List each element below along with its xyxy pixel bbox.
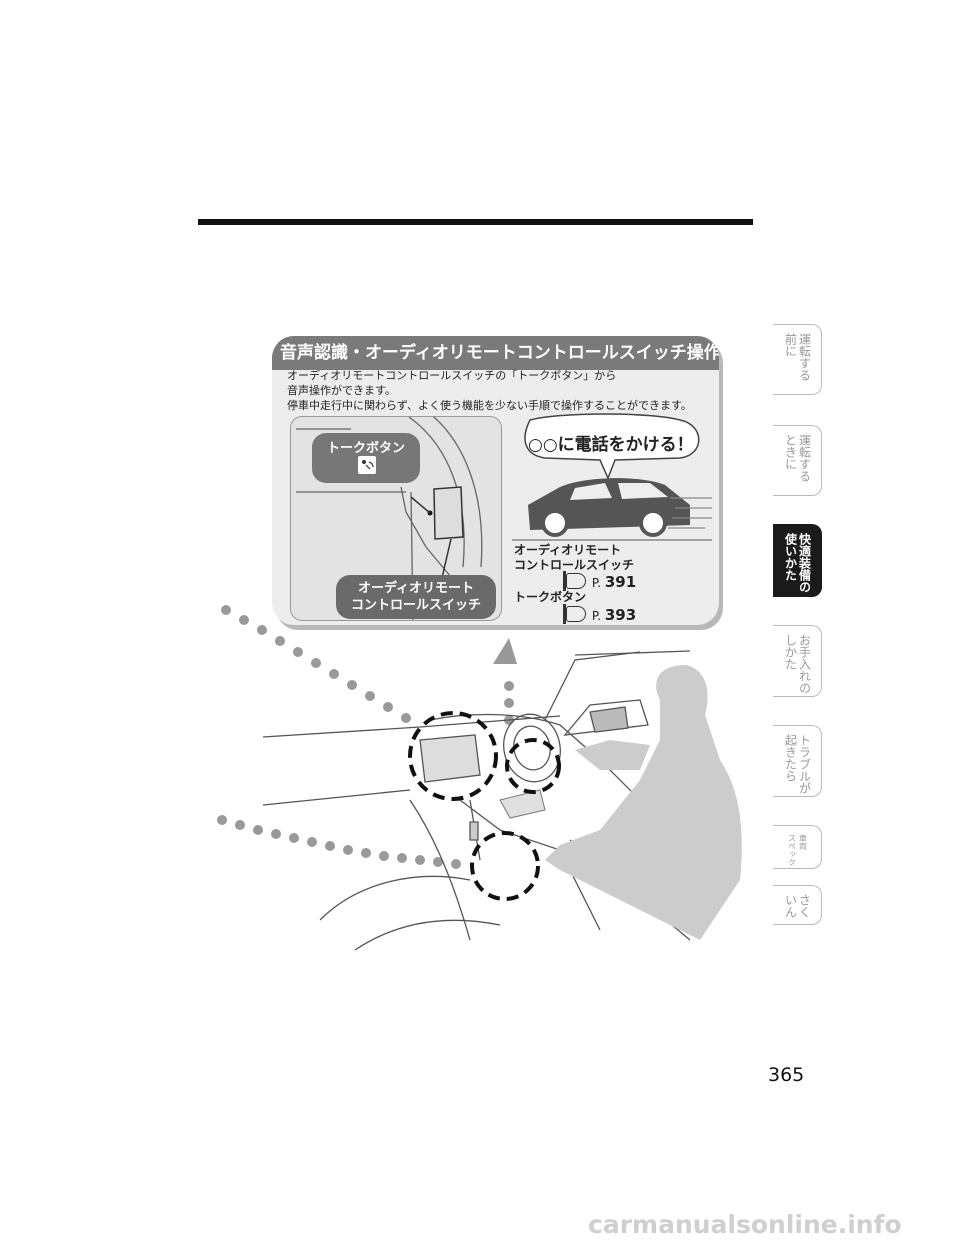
tab-while-driving[interactable]: 運転する ときに — [773, 425, 822, 496]
panel-title: 音声認識・オーディオリモートコントロールスイッチ操作 — [272, 336, 719, 370]
talk-button-callout: トークボタン — [312, 433, 420, 483]
ref-audio-line-2: コントロールスイッチ — [514, 558, 635, 572]
pointing-hand-icon — [563, 604, 586, 624]
tab-before-driving[interactable]: 運転する 前に — [773, 324, 822, 395]
ref-talk-page: 393 — [604, 606, 637, 624]
ref-audio-page-link[interactable]: P. 391 — [563, 571, 637, 591]
description-line-2: 音声操作ができます。 — [287, 384, 396, 397]
panel-description: オーディオリモートコントロールスイッチの「トークボタン」から 音声操作ができます… — [287, 368, 717, 413]
tab-maintenance[interactable]: お手入れの しかた — [773, 625, 822, 697]
watermark: carmanualsonline.info — [588, 1210, 902, 1239]
header-rule — [198, 219, 753, 225]
page-number: 365 — [768, 1064, 805, 1086]
voice-talk-icon — [358, 456, 376, 474]
description-line-1: オーディオリモートコントロールスイッチの「トークボタン」から — [287, 369, 617, 382]
ref-audio-page: 391 — [604, 573, 637, 591]
description-line-3: 停車中走行中に関わらず、よく使う機能を少ない手順で操作することができます。 — [287, 399, 692, 412]
tab-vehicle-specs[interactable]: 車両 スペック — [773, 825, 822, 869]
audio-switch-label-1: オーディオリモート — [357, 581, 475, 596]
tab-comfort-features[interactable]: 快適装備の 使いかた — [773, 524, 822, 597]
talk-button-label: トークボタン — [326, 441, 405, 456]
tab-index[interactable]: さく いん — [773, 885, 822, 925]
tab-troubleshooting[interactable]: トラブルが 起きたら — [773, 725, 822, 797]
audio-switch-callout: オーディオリモート コントロールスイッチ — [336, 575, 496, 619]
ref-audio-prefix: P. — [591, 576, 602, 590]
ref-audio-line-1: オーディオリモート — [514, 543, 622, 557]
ref-audio-switch-label: オーディオリモート コントロールスイッチ — [514, 543, 634, 573]
audio-switch-label-2: コントロールスイッチ — [350, 598, 481, 613]
ref-talk-prefix: P. — [591, 609, 602, 623]
ref-talk-page-link[interactable]: P. 393 — [563, 604, 637, 624]
ref-talk-label: トークボタン — [514, 590, 587, 604]
pointing-hand-icon — [563, 571, 586, 591]
speech-bubble-text: ○○に電話をかける！ — [528, 435, 694, 455]
